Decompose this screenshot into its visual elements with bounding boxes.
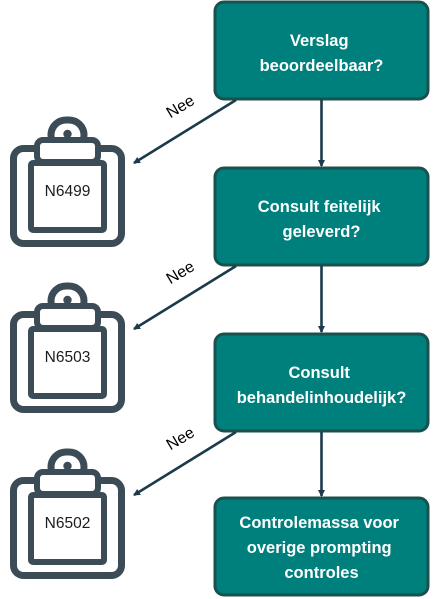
nee-arrow: [133, 264, 237, 331]
box-line: Controlemassa voor: [239, 514, 399, 532]
nee-label: Nee: [164, 92, 198, 122]
nee-label: Nee: [164, 258, 198, 288]
svg-text:Consult behandelinhoudel: Consult behandelinhoudelijk?: [237, 364, 407, 407]
svg-text:Consult feitelijk geleve: Consult feitelijk geleverd?: [258, 198, 385, 241]
box-line: Consult: [288, 364, 350, 382]
decision-box-verslag-beoordeelbaar: Verslag beoordeelbaar?: [213, 0, 430, 101]
clipboard-icon: N6499: [10, 116, 125, 247]
nee-arrow: [133, 98, 237, 165]
box-line: behandelinhoudelijk?: [237, 389, 407, 407]
return-code: N6499: [45, 183, 91, 200]
decision-box-consult-feitelijk-geleverd: Consult feitelijk geleverd?: [213, 166, 430, 267]
box-line: beoordeelbaar?: [260, 57, 384, 75]
clipboard-icon: N6502: [10, 448, 125, 579]
clipboard-icon: N6503: [10, 282, 125, 413]
decision-box-consult-behandelinhoudelijk: Consult behandelinhoudelijk?: [213, 332, 430, 433]
box-line: controles: [284, 564, 358, 582]
nee-label: Nee: [164, 424, 198, 454]
return-code: N6503: [45, 349, 91, 366]
svg-text:Verslag beoordeelbaar?: Verslag beoordeelbaar?: [260, 32, 384, 75]
box-line: overige prompting: [247, 539, 392, 557]
svg-text:Controlemassa voor overi: Controlemassa voor overige prompting con…: [239, 514, 403, 582]
box-line: Consult feitelijk: [258, 198, 382, 216]
process-box-controlemassa: Controlemassa voor overige prompting con…: [213, 496, 430, 597]
nee-arrow: [133, 430, 237, 497]
return-code: N6502: [45, 515, 91, 532]
box-line: Verslag: [290, 32, 349, 50]
box-line: geleverd?: [283, 223, 361, 241]
